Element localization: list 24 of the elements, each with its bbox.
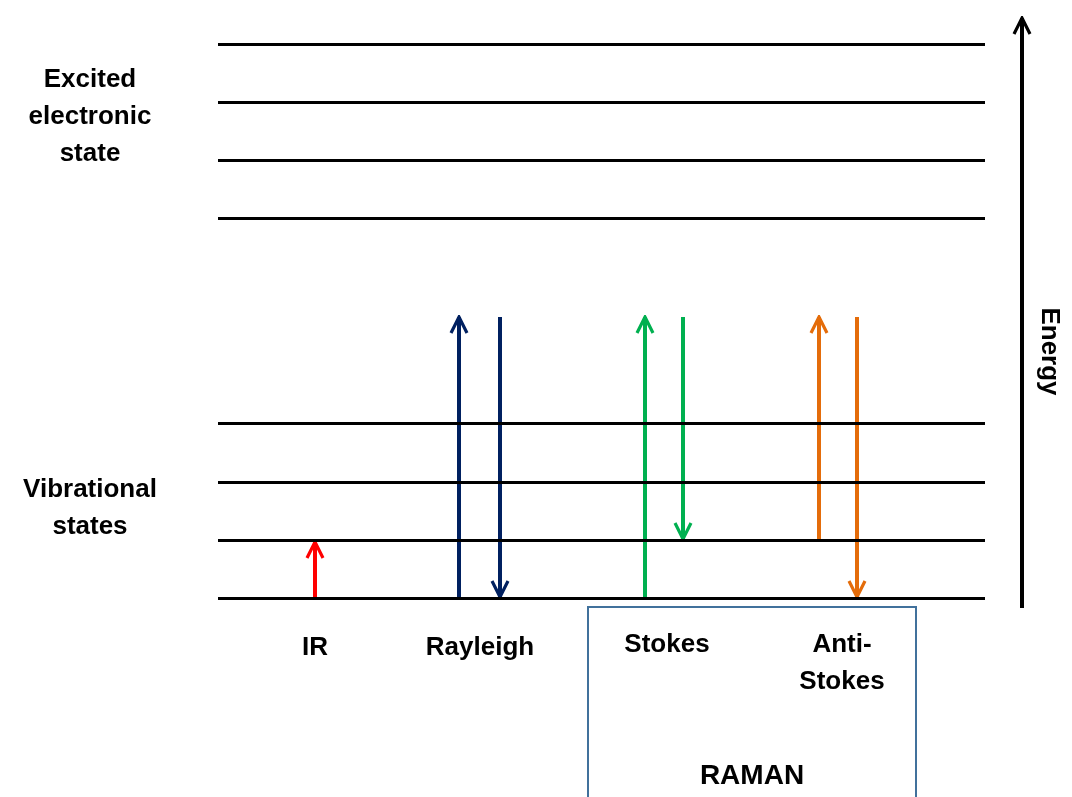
energy-level-line [218, 597, 985, 600]
energy-level-line [218, 43, 985, 46]
transition-arrow [449, 315, 469, 597]
group-title: RAMAN [698, 758, 806, 792]
state-label: Vibrational states [22, 472, 158, 542]
energy-level-line [218, 481, 985, 484]
energy-level-line [218, 422, 985, 425]
scattering-label: Rayleigh [424, 630, 536, 663]
transition-arrow [305, 540, 325, 597]
transition-arrow [635, 315, 655, 597]
energy-level-line [218, 101, 985, 104]
scattering-label: Stokes [607, 625, 727, 662]
transition-arrow [847, 317, 867, 599]
transition-arrow [673, 317, 693, 541]
energy-level-line [218, 539, 985, 542]
transition-arrow [809, 315, 829, 539]
energy-level-line [218, 159, 985, 162]
group-box [587, 606, 917, 797]
axis-label: Energy [1034, 306, 1067, 398]
energy-level-line [218, 217, 985, 220]
scattering-label: IR [301, 630, 329, 663]
state-label: Excited electronic state [27, 62, 153, 169]
transition-arrow [490, 317, 510, 599]
scattering-label: Anti- Stokes [782, 625, 902, 699]
